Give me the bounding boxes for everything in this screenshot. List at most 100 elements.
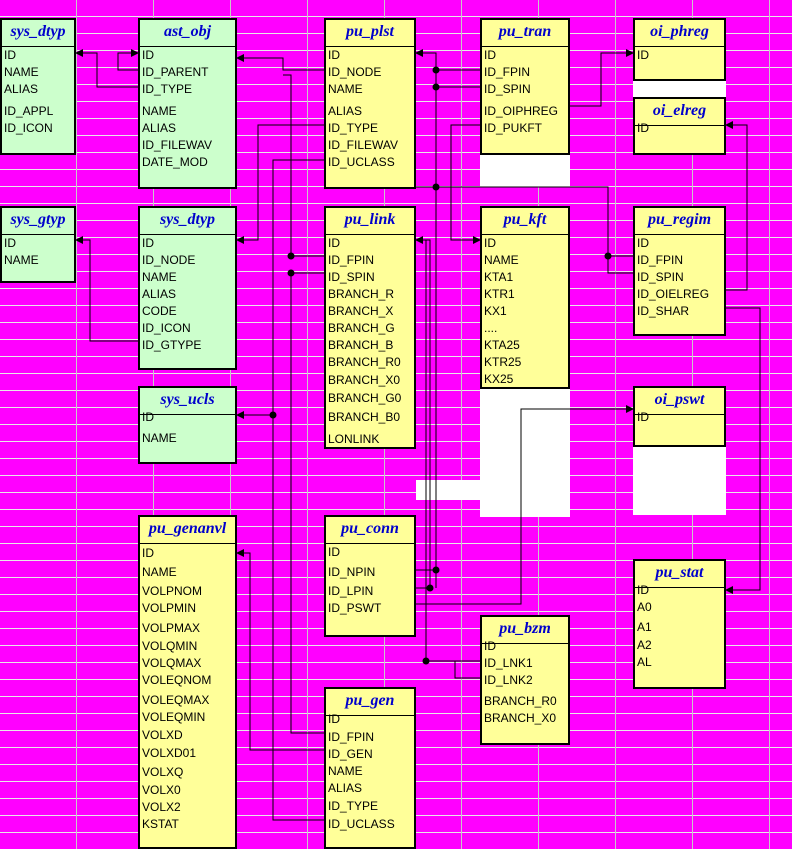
table-oi-phreg[interactable]: oi_phreg ID xyxy=(633,18,726,81)
field-volxq: VOLXQ xyxy=(142,765,184,779)
junction-dot xyxy=(432,66,440,74)
blank-region xyxy=(480,389,570,517)
field-id: ID xyxy=(328,236,340,250)
field-lonlink: LONLINK xyxy=(328,432,380,446)
table-title: ast_obj xyxy=(140,20,235,47)
table-title: pu_bzm xyxy=(482,617,568,644)
table-title: sys_ucls xyxy=(140,388,235,415)
blank-region xyxy=(480,155,570,187)
link-plstuclass-sysucls xyxy=(236,159,324,419)
table-title: pu_stat xyxy=(635,561,724,588)
field-id-uclass: ID_UCLASS xyxy=(328,155,395,169)
table-title: pu_plst xyxy=(326,20,414,47)
field-branch-b: BRANCH_B xyxy=(328,338,394,352)
field-id: ID xyxy=(637,583,649,597)
field-alias: ALIAS xyxy=(142,121,177,135)
table-oi-elreg[interactable]: oi_elreg ID xyxy=(633,97,726,155)
field-voleqmax: VOLEQMAX xyxy=(142,693,210,707)
field-id: ID xyxy=(484,236,496,250)
table-title: pu_genanvl xyxy=(140,517,235,544)
field-ktr1: KTR1 xyxy=(484,287,515,301)
table-sys-ucls[interactable]: sys_ucls ID NAME xyxy=(138,386,237,464)
link-connlpin-link xyxy=(415,236,431,589)
field-id-oiphreg: ID_OIPHREG xyxy=(484,104,559,118)
field-id-appl: ID_APPL xyxy=(4,104,54,118)
field-id: ID xyxy=(328,545,340,559)
junction-dot xyxy=(432,183,440,191)
table-title: sys_dtyp xyxy=(140,208,235,235)
field-id: ID xyxy=(142,410,154,424)
field-name: NAME xyxy=(142,431,177,445)
field-code: CODE xyxy=(142,304,177,318)
field-voleqnom: VOLEQNOM xyxy=(142,673,212,687)
junction-dot xyxy=(269,411,277,419)
junction-dot xyxy=(604,252,612,260)
field-id: ID xyxy=(142,546,154,560)
field-branch-x: BRANCH_X xyxy=(328,304,394,318)
link-tran-pins xyxy=(415,49,480,71)
field-id: ID xyxy=(484,639,496,653)
field-kta1: KTA1 xyxy=(484,270,514,284)
field-a1: A1 xyxy=(637,620,652,634)
link-genuclass xyxy=(272,415,324,821)
field-id-lnk2: ID_LNK2 xyxy=(484,673,533,687)
field-id-fpin: ID_FPIN xyxy=(328,730,375,744)
field-alias: ALIAS xyxy=(142,287,177,301)
link-gengen-genanvl xyxy=(236,549,324,751)
field-id-oielreg: ID_OIELREG xyxy=(637,287,710,301)
field-id-lpin: ID_LPIN xyxy=(328,584,374,598)
table-title: pu_conn xyxy=(326,517,414,544)
field-branch-b0: BRANCH_B0 xyxy=(328,410,401,424)
field-id: ID xyxy=(4,236,16,250)
link-gtype-sysgtyp xyxy=(75,236,138,342)
field-ktr25: KTR25 xyxy=(484,355,522,369)
link-oielreg xyxy=(725,121,748,291)
field-volxd: VOLXD xyxy=(142,728,183,742)
field-id: ID xyxy=(637,410,649,424)
blank-region xyxy=(416,480,480,500)
field-branch-g: BRANCH_G xyxy=(328,321,395,335)
field-id-gen: ID_GEN xyxy=(328,747,373,761)
field-branch-r0: BRANCH_R0 xyxy=(484,694,557,708)
field-name: NAME xyxy=(484,253,519,267)
field-kx1: KX1 xyxy=(484,304,507,318)
field-id-parent: ID_PARENT xyxy=(142,65,209,79)
field-alias: ALIAS xyxy=(328,781,363,795)
field-id-spin: ID_SPIN xyxy=(328,270,375,284)
field-volqmax: VOLQMAX xyxy=(142,656,202,670)
field-id-uclass: ID_UCLASS xyxy=(328,817,395,831)
table-title: pu_tran xyxy=(482,20,568,47)
table-title: oi_elreg xyxy=(635,99,724,126)
table-title: pu_regim xyxy=(635,208,724,235)
field-volqmin: VOLQMIN xyxy=(142,639,198,653)
field-a0: A0 xyxy=(637,600,652,614)
field-kta25: KTA25 xyxy=(484,338,520,352)
field-id: ID xyxy=(637,48,649,62)
field-alias: ALIAS xyxy=(328,104,363,118)
field-id: ID xyxy=(328,48,340,62)
field-id-fpin: ID_FPIN xyxy=(637,253,684,267)
table-title: pu_link xyxy=(326,208,414,235)
field-id: ID xyxy=(4,48,16,62)
field-name: NAME xyxy=(142,270,177,284)
table-title: sys_dtyp xyxy=(2,20,74,47)
field-branch-g0: BRANCH_G0 xyxy=(328,391,402,405)
table-oi-pswt[interactable]: oi_pswt ID xyxy=(633,386,726,447)
field-branch-x0: BRANCH_X0 xyxy=(484,711,557,725)
field-volx0: VOLX0 xyxy=(142,783,181,797)
field-name: NAME xyxy=(4,65,39,79)
